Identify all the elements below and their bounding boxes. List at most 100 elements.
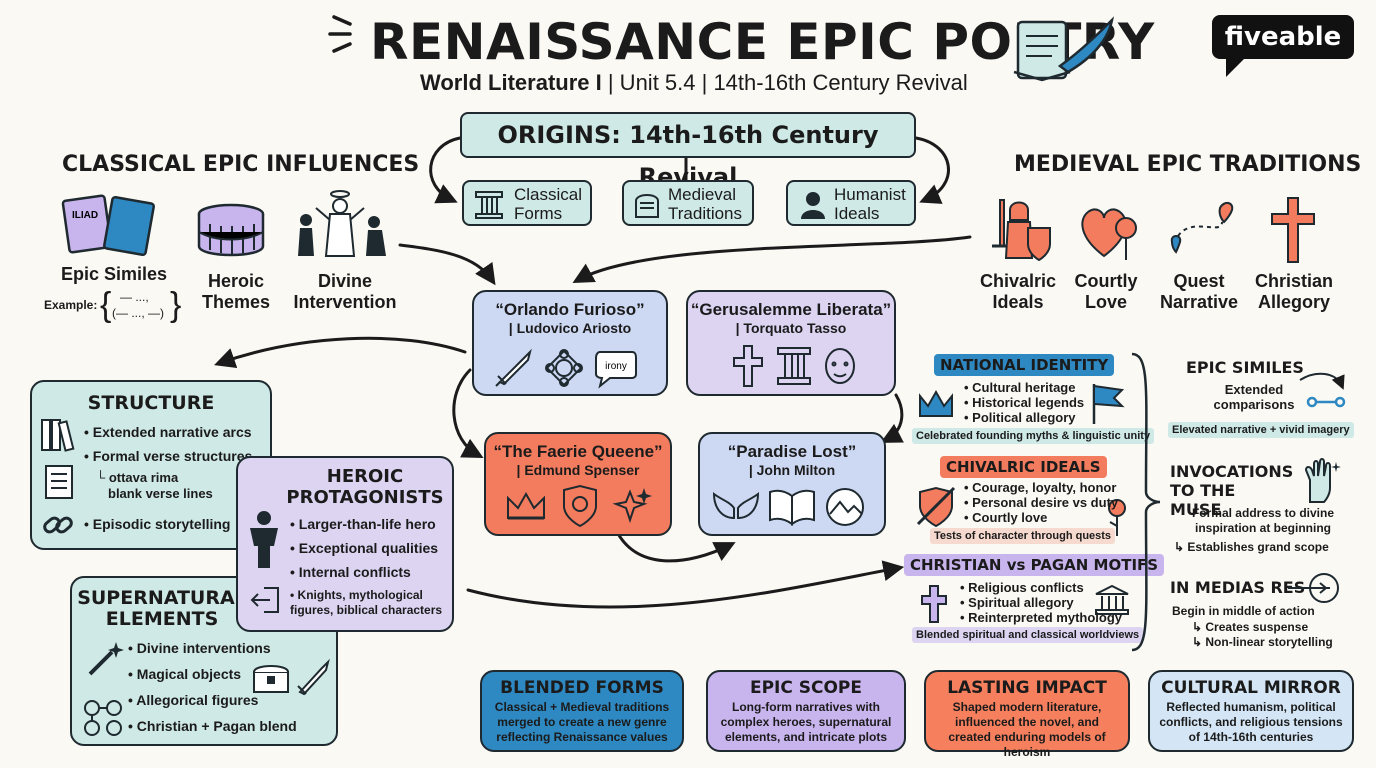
christian-title: CHRISTIAN vs PAGAN MOTIFS — [904, 554, 1165, 576]
invocations-sub: ↳ Establishes grand scope — [1174, 540, 1329, 554]
document-icon — [45, 465, 73, 499]
national-items: • Cultural heritage • Historical legends… — [964, 380, 1085, 425]
chivalric-ideals-section: CHIVALRIC IDEALS • Courage, loyalty, hon… — [910, 456, 1134, 548]
similes-note: Elevated narrative + vivid imagery — [1168, 422, 1354, 438]
structure-item: • Formal verse structures — [84, 448, 253, 464]
supernatural-title: SUPERNATURAL ELEMENTS — [77, 587, 247, 630]
exit-door-icon — [250, 587, 279, 613]
bubble-text: irony — [605, 361, 627, 372]
supernatural-item: • Divine interventions — [128, 640, 271, 656]
heroic-item: • Knights, mythological figures, biblica… — [290, 588, 443, 617]
supernatural-item: • Magical objects — [128, 666, 242, 682]
origins-title-box: ORIGINS: 14th-16th Century Revival — [460, 112, 916, 191]
comparison-arrow-icon — [1299, 372, 1346, 408]
cross-outline-icon — [921, 585, 947, 623]
work-faerie-queene: “The Faerie Queene” | Edmund Spenser — [484, 432, 672, 536]
origins-title: ORIGINS: 14th-16th Century Revival — [497, 121, 879, 191]
subtitle-unit: | Unit 5.4 | 14th-16th Century Revival — [607, 70, 968, 95]
invocations-title: INVOCATIONS TO THE MUSE — [1170, 462, 1294, 519]
example-line-2: (— ..., —) — [112, 306, 164, 320]
medieval-item-quest: Quest Narrative — [1159, 271, 1239, 312]
christian-items: • Religious conflicts • Spiritual allego… — [960, 580, 1123, 625]
summary-lasting-impact: LASTING IMPACT Shaped modern literature,… — [924, 670, 1130, 759]
example-line-1: — ..., — [120, 290, 149, 304]
origin-label: Humanist Ideals — [834, 185, 906, 223]
knot-icon — [545, 349, 583, 387]
crown-icon — [919, 389, 953, 417]
flag-icon — [1092, 384, 1125, 424]
symbols-grid-icon — [84, 700, 122, 736]
origin-medieval-traditions: Medieval Traditions — [622, 180, 754, 226]
work-title: “Gerusalemme Liberata” — [690, 300, 892, 319]
globe-landscape-icon — [826, 488, 864, 526]
summary-text: Shaped modern literature, influenced the… — [948, 700, 1106, 759]
summary-text: Classical + Medieval traditions merged t… — [494, 700, 670, 744]
similes-text: Extended comparisons — [1213, 382, 1295, 412]
medias-text: Begin in middle of action — [1172, 604, 1315, 618]
work-title: “The Faerie Queene” — [493, 442, 663, 461]
medieval-item-chivalric: Chivalric Ideals — [979, 271, 1057, 312]
heroic-item: • Larger-than-life hero — [290, 516, 436, 532]
person-icon — [801, 192, 825, 219]
heroic-title: HEROIC PROTAGONISTS — [286, 466, 444, 508]
target-arrow-icon — [1288, 573, 1339, 603]
medieval-item-christian: Christian Allegory — [1254, 271, 1333, 312]
crown-icon — [507, 491, 545, 520]
national-title: NATIONAL IDENTITY — [934, 354, 1115, 376]
raised-hand-icon — [1304, 458, 1341, 503]
work-author: | John Milton — [748, 462, 836, 478]
chivalric-title: CHIVALRIC IDEALS — [940, 456, 1107, 478]
page-subtitle: World Literature I | Unit 5.4 | 14th-16t… — [420, 70, 980, 96]
chain-link-icon — [43, 516, 73, 534]
work-paradise-lost: “Paradise Lost” | John Milton — [698, 432, 886, 536]
structure-box: STRUCTURE • Extended narrative arcs • Fo… — [30, 380, 272, 550]
speech-bubble-icon: irony — [595, 351, 637, 389]
classical-heading: CLASSICAL EPIC INFLUENCES — [62, 152, 420, 177]
rose-icon — [1108, 499, 1126, 536]
work-gerusalemme-liberata: “Gerusalemme Liberata” | Torquato Tasso — [686, 290, 896, 396]
origin-label: Medieval Traditions — [668, 185, 743, 223]
knight-helmet-icon — [635, 194, 659, 218]
structure-title: STRUCTURE — [87, 392, 215, 414]
summary-title: CULTURAL MIRROR — [1161, 678, 1341, 698]
heroic-item: • Exceptional qualities — [290, 540, 439, 556]
cross-icon — [1271, 197, 1315, 263]
book-cover-label: ILIAD — [72, 210, 98, 221]
supernatural-item: • Allegorical figures — [128, 692, 259, 708]
summary-title: BLENDED FORMS — [500, 678, 664, 698]
summary-epic-scope: EPIC SCOPE Long-form narratives with com… — [706, 670, 906, 752]
heart-rose-icon — [1081, 208, 1137, 260]
summary-text: Long-form narratives with complex heroes… — [720, 700, 892, 744]
wings-icon — [712, 491, 760, 520]
quest-path-icon — [1170, 202, 1234, 254]
temple-icon — [1095, 584, 1129, 615]
treasure-chest-icon — [253, 665, 289, 693]
work-title: “Paradise Lost” — [727, 442, 857, 461]
work-author: | Torquato Tasso — [735, 320, 847, 336]
shield-icon — [563, 484, 597, 528]
chivalric-note: Tests of character through quests — [930, 528, 1116, 544]
device-epic-similes: EPIC SIMILES Extended comparisons Elevat… — [1166, 358, 1362, 442]
books-icon: ILIAD — [61, 194, 155, 257]
example-label: Example: — [44, 298, 98, 312]
classical-item-heroic: Heroic Themes — [201, 271, 271, 312]
column-icon — [475, 191, 503, 219]
summary-title: LASTING IMPACT — [947, 678, 1107, 698]
national-identity-section: NATIONAL IDENTITY • Cultural heritage • … — [910, 354, 1155, 450]
knight-icon — [992, 199, 1051, 262]
scroll-quill-icon — [1013, 16, 1115, 82]
chivalric-items: • Courage, loyalty, honor • Personal des… — [964, 480, 1119, 525]
medias-title: IN MEDIAS RES — [1170, 578, 1306, 597]
structure-sub-item: └ ottava rima blank verse lines — [96, 470, 213, 501]
christian-pagan-section: CHRISTIAN vs PAGAN MOTIFS • Religious co… — [902, 554, 1165, 646]
brand-logo: fiveable — [1212, 15, 1354, 77]
hero-silhouette-icon — [250, 511, 278, 568]
device-invocations: INVOCATIONS TO THE MUSE Formal address t… — [1166, 458, 1362, 556]
classical-item-divine: Divine Intervention — [293, 271, 397, 312]
summary-cultural-mirror: CULTURAL MIRROR Reflected humanism, poli… — [1148, 670, 1354, 752]
device-in-medias-res: IN MEDIAS RES Begin in middle of action … — [1166, 573, 1362, 654]
sword-icon — [297, 658, 330, 696]
heroic-item: • Internal conflicts — [290, 564, 411, 580]
medias-subs: ↳ Creates suspense ↳ Non-linear storytel… — [1192, 620, 1333, 649]
